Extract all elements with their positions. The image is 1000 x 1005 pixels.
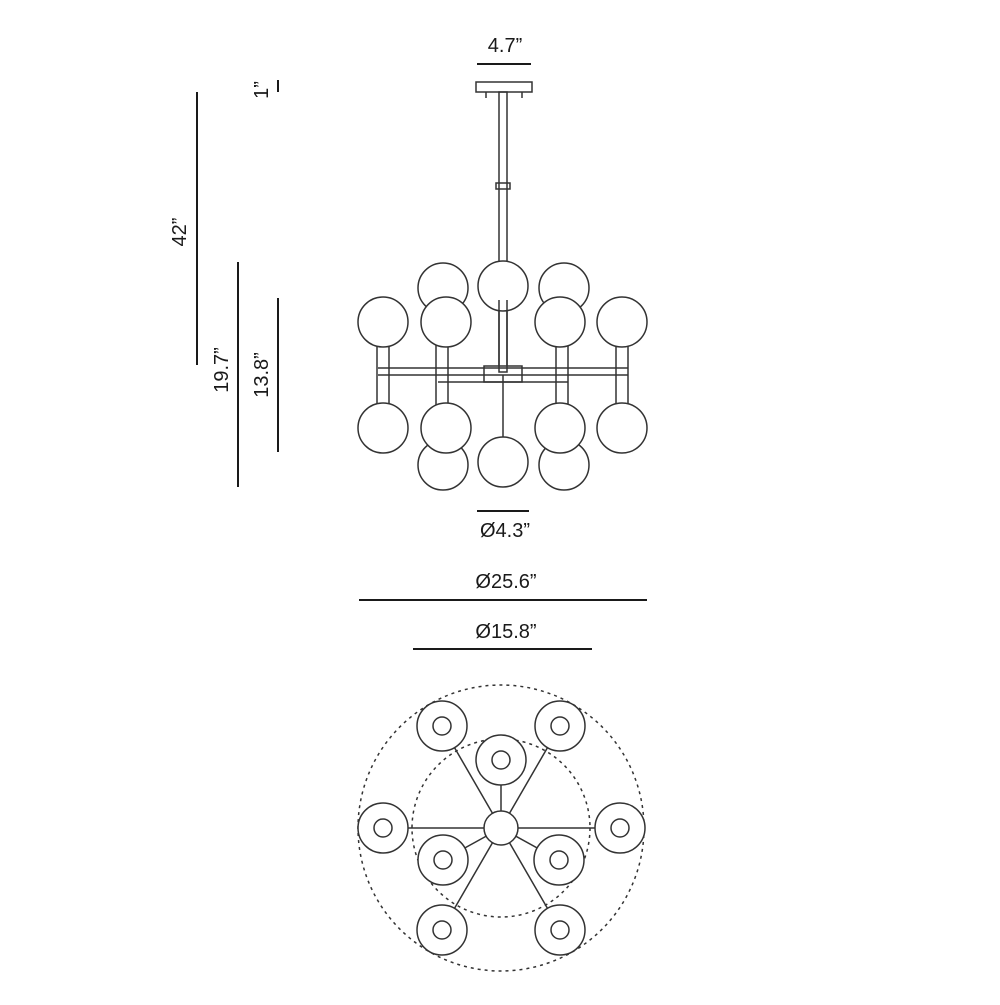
plan-globe-outer-right [594, 802, 646, 854]
downrod [498, 91, 508, 373]
globe-diameter-label: Ø4.3” [480, 520, 530, 542]
outer-diameter-dimension: Ø25.6” [359, 571, 647, 601]
outer-diameter-label: Ø25.6” [475, 571, 536, 593]
plan-socket-outer-top-right [550, 716, 570, 736]
plan-socket-outer-bottom-right [550, 920, 570, 940]
plan-socket-outer-right [610, 818, 630, 838]
side-elevation [357, 81, 648, 491]
canopy-width-dimension: 4.7” [477, 35, 531, 65]
plan-globe-outer-top-right [534, 700, 586, 752]
globe-back-top-center [477, 260, 529, 312]
canopy-width-label: 4.7” [488, 35, 522, 57]
plan-socket-inner-top [491, 750, 511, 770]
body-height-dimension: 13.8” [251, 298, 279, 452]
plan-socket-outer-left [373, 818, 393, 838]
globe-front-top-left [420, 296, 472, 348]
overall-height-dimension: 42” [169, 92, 198, 365]
plan-globe-outer-bottom-right [534, 904, 586, 956]
socket-column-right [555, 344, 569, 408]
globe-front-bottom-far-left [357, 402, 409, 454]
globe-back-bottom-center [477, 436, 529, 488]
socket-column-far-left [376, 341, 390, 411]
globe-front-top-right [534, 296, 586, 348]
overall-height-label: 42” [169, 218, 191, 247]
plan-globe-inner-right [533, 834, 585, 886]
plan-socket-inner-left [433, 850, 453, 870]
inner-diameter-dimension: Ø15.8” [413, 621, 592, 650]
plan-center-hub [483, 810, 519, 846]
plan-socket-inner-right [549, 850, 569, 870]
plan-socket-outer-bottom-left [432, 920, 452, 940]
socket-column-left [435, 344, 449, 408]
socket-column-far-right [615, 341, 629, 411]
plan-globe-outer-bottom-left [416, 904, 468, 956]
inner-diameter-label: Ø15.8” [475, 621, 536, 643]
center-hub [483, 365, 523, 383]
canopy-height-label: 1” [251, 81, 273, 99]
canopy-height-dimension: 1” [251, 80, 279, 99]
plan-globe-inner-top [475, 734, 527, 786]
plan-socket-outer-top-left [432, 716, 452, 736]
plan-view [357, 684, 646, 972]
globe-front-bottom-left [420, 402, 472, 454]
plan-globe-outer-top-left [416, 700, 468, 752]
body-height-label: 13.8” [251, 352, 273, 398]
downrod-coupler [495, 182, 511, 190]
plan-globe-inner-left [417, 834, 469, 886]
canopy-plate [475, 81, 533, 93]
fixture-height-dimension: 19.7” [211, 262, 239, 487]
plan-globe-outer-left [357, 802, 409, 854]
globe-front-top-far-left [357, 296, 409, 348]
globe-diameter-dimension: Ø4.3” [477, 510, 530, 542]
fixture-height-label: 19.7” [211, 347, 233, 393]
globe-front-top-far-right [596, 296, 648, 348]
globe-front-bottom-far-right [596, 402, 648, 454]
globe-front-bottom-right [534, 402, 586, 454]
